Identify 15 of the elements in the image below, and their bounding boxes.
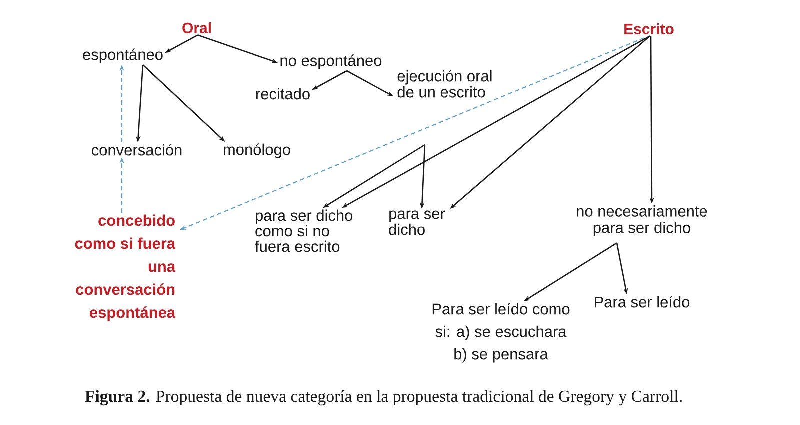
note-text: concebido como si fuera una conversación espontánea (75, 214, 176, 322)
category-label: recitado (256, 88, 310, 100)
figure-caption: Figura 2. Propuesta de nueva categoría en la propuesta tradicional de Gregory y Carroll. (85, 390, 682, 406)
category-label: para ser dicho como si no fuera escrito (255, 210, 353, 252)
category-label: conversación (92, 144, 182, 156)
category-label: espontáneo (83, 48, 163, 64)
category-label: Para ser leído (595, 296, 690, 308)
category-label: no necesariamente para ser dicho (577, 206, 708, 236)
category-label: monólogo (224, 144, 290, 158)
category-heading: Oral (182, 22, 211, 34)
category-label: Para ser leído como si: a) se escuchara b) se pensara (432, 303, 570, 363)
category-label: no espontáneo (280, 54, 382, 70)
category-label: ejecución oral de un escrito (398, 70, 492, 98)
category-label: para ser dicho (389, 210, 446, 236)
category-heading: Escrito (624, 23, 674, 34)
